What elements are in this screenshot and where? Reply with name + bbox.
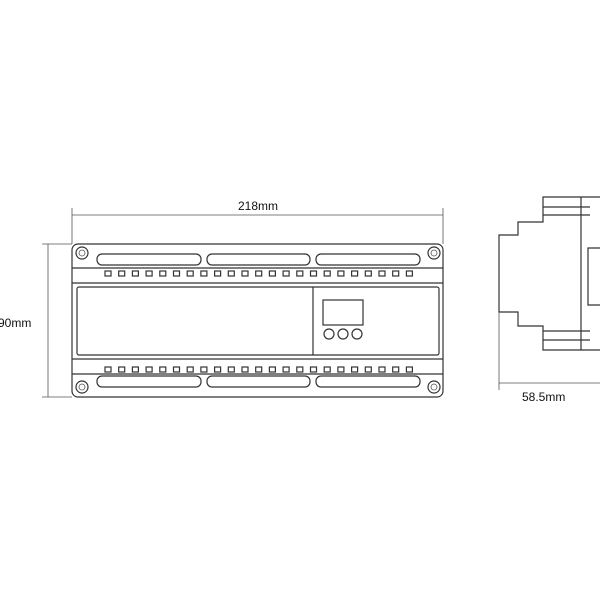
side-view: [498, 196, 600, 351]
terminal-screw: [378, 270, 386, 277]
dimension-depth-line: [498, 312, 600, 390]
terminal-screw: [255, 366, 263, 373]
mount-hole: [75, 246, 89, 260]
terminal-screw: [282, 270, 290, 277]
terminal-screw: [172, 366, 181, 373]
terminal-screw: [268, 270, 276, 277]
terminal-screw: [118, 366, 126, 373]
terminal-screw: [337, 270, 345, 277]
dimension-width-line: [71, 208, 444, 244]
terminal-screw: [405, 270, 413, 277]
terminal-screw: [337, 366, 345, 373]
terminal-screw: [159, 270, 167, 277]
terminal-screw: [392, 270, 400, 277]
terminal-screw: [323, 270, 331, 277]
terminal-screw: [296, 270, 304, 277]
terminal-screw: [405, 366, 413, 373]
terminal-screw: [227, 270, 235, 277]
terminal-screw: [351, 270, 359, 277]
terminal-screw: [104, 270, 112, 277]
terminal-screw: [241, 270, 249, 277]
depth-label: 58.5mm: [522, 390, 566, 404]
terminal-screw: [145, 270, 153, 277]
mount-hole: [75, 380, 89, 394]
height-label: 90mm: [0, 316, 32, 330]
mount-hole: [427, 246, 441, 260]
dimension-height-line: [42, 243, 72, 398]
terminal-screw: [186, 366, 194, 373]
terminal-screw: [172, 270, 181, 277]
terminal-screw: [392, 366, 400, 373]
terminal-screw: [131, 366, 139, 373]
terminal-screw: [104, 366, 112, 373]
button-2: [337, 328, 349, 340]
terminal-screw: [227, 366, 235, 373]
terminal-screw: [214, 366, 222, 373]
terminal-screw: [378, 366, 386, 373]
front-view: [71, 243, 444, 398]
terminal-screw: [145, 366, 153, 373]
terminal-screw: [159, 366, 167, 373]
width-label: 218mm: [238, 199, 279, 213]
terminal-screw: [282, 366, 290, 373]
button-1: [323, 328, 335, 340]
terminal-screw: [364, 270, 372, 277]
terminal-screw: [351, 366, 359, 373]
terminal-screw: [200, 366, 208, 373]
terminal-screw: [214, 270, 222, 277]
display-screen: [322, 299, 364, 326]
terminal-screw: [309, 270, 318, 277]
terminal-screw: [131, 270, 139, 277]
terminal-screw: [118, 270, 126, 277]
terminal-screw: [200, 270, 208, 277]
button-3: [351, 328, 363, 340]
terminal-screw: [323, 366, 331, 373]
terminal-screw: [309, 366, 318, 373]
terminal-screw: [241, 366, 249, 373]
terminal-screw: [268, 366, 276, 373]
terminal-screw: [296, 366, 304, 373]
terminal-screw: [364, 366, 372, 373]
terminal-screw: [255, 270, 263, 277]
mount-hole: [427, 380, 441, 394]
terminal-screw: [186, 270, 194, 277]
